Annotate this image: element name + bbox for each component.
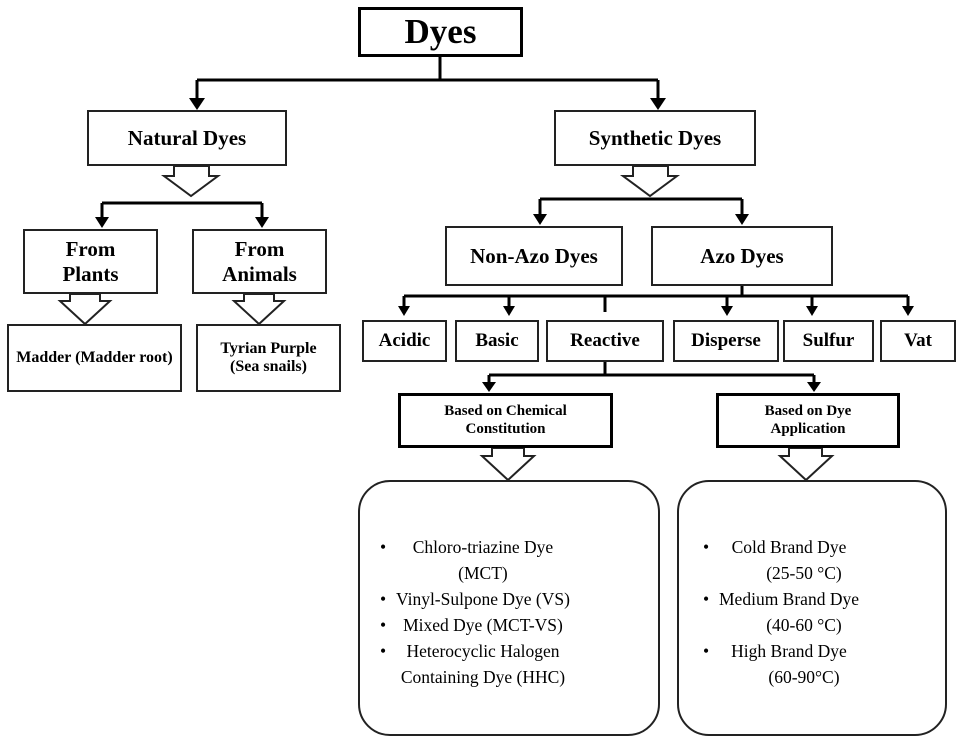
root-box: Dyes <box>358 7 523 57</box>
hollow-arrow-chemical <box>479 447 537 482</box>
azo-type-basic: Basic <box>455 320 539 362</box>
natural-dyes-label: Natural Dyes <box>127 125 247 150</box>
synthetic-connector <box>538 197 744 222</box>
tyrian-line1: Tyrian Purple <box>220 339 317 357</box>
chemical-constitution-box: Based on Chemical Constitution <box>398 393 613 448</box>
azo-type-sulfur: Sulfur <box>783 320 874 362</box>
chemical-types-panel: Chloro-triazine Dye(MCT) Vinyl-Sulpone D… <box>358 480 660 736</box>
hollow-arrow-application <box>777 447 835 482</box>
acidic-label: Acidic <box>378 330 431 352</box>
application-line2: Application <box>770 420 846 437</box>
chemical-types-list: Chloro-triazine Dye(MCT) Vinyl-Sulpone D… <box>378 534 570 690</box>
chemical-line1: Based on Chemical <box>444 403 567 420</box>
disperse-label: Disperse <box>691 330 761 352</box>
from-plants-box: From Plants <box>23 229 158 294</box>
non-azo-box: Non-Azo Dyes <box>445 226 623 286</box>
azo-connector <box>402 286 910 312</box>
azo-type-vat: Vat <box>880 320 956 362</box>
azo-type-acidic: Acidic <box>362 320 447 362</box>
hollow-arrow-plants <box>57 293 113 326</box>
root-connector <box>195 55 660 106</box>
natural-connector <box>100 201 264 225</box>
tyrian-line2: (Sea snails) <box>230 358 307 375</box>
list-item: Medium Brand Dye(40-60 °C) <box>701 586 859 638</box>
list-item: High Brand Dye(60-90°C) <box>701 638 859 690</box>
plants-line2: Plants <box>62 261 119 286</box>
hollow-arrow-synthetic <box>619 165 681 198</box>
list-item: Chloro-triazine Dye(MCT) <box>378 534 570 586</box>
reactive-connector <box>487 362 816 388</box>
vat-label: Vat <box>904 330 932 352</box>
list-item: Vinyl-Sulpone Dye (VS) <box>378 586 570 612</box>
sulfur-label: Sulfur <box>802 330 855 352</box>
from-animals-box: From Animals <box>192 229 327 294</box>
synthetic-dyes-box: Synthetic Dyes <box>554 110 756 166</box>
madder-box: Madder (Madder root) <box>7 324 182 392</box>
dye-application-box: Based on Dye Application <box>716 393 900 448</box>
azo-box: Azo Dyes <box>651 226 833 286</box>
reactive-label: Reactive <box>570 330 640 352</box>
chemical-line2: Constitution <box>465 420 546 437</box>
madder-label: Madder (Madder root) <box>16 348 173 366</box>
application-types-panel: Cold Brand Dye(25-50 °C) Medium Brand Dy… <box>677 480 947 736</box>
list-item: Mixed Dye (MCT-VS) <box>378 612 570 638</box>
animals-line1: From <box>234 237 285 262</box>
root-label: Dyes <box>404 11 477 51</box>
hollow-arrow-natural <box>160 165 222 198</box>
application-line1: Based on Dye <box>764 403 852 420</box>
hollow-arrow-animals <box>231 293 287 326</box>
synthetic-dyes-label: Synthetic Dyes <box>588 125 722 150</box>
non-azo-label: Non-Azo Dyes <box>470 243 598 268</box>
application-types-list: Cold Brand Dye(25-50 °C) Medium Brand Dy… <box>701 534 859 690</box>
azo-label: Azo Dyes <box>700 243 784 268</box>
basic-label: Basic <box>475 330 519 352</box>
animals-line2: Animals <box>222 261 297 286</box>
azo-type-disperse: Disperse <box>673 320 779 362</box>
tyrian-purple-box: Tyrian Purple (Sea snails) <box>196 324 341 392</box>
list-item: Cold Brand Dye(25-50 °C) <box>701 534 859 586</box>
plants-line1: From <box>65 237 116 262</box>
natural-dyes-box: Natural Dyes <box>87 110 287 166</box>
azo-type-reactive: Reactive <box>546 320 664 362</box>
